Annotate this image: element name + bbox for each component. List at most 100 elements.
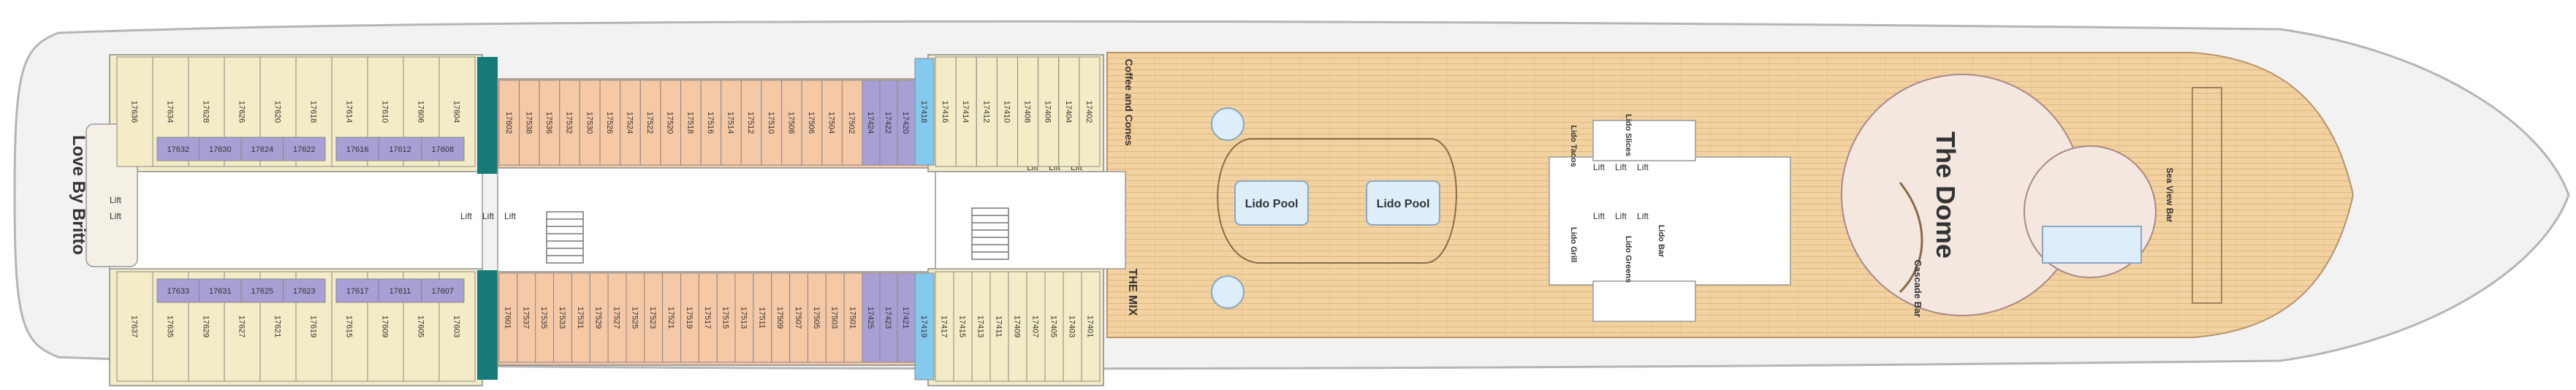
lido-buffet-top — [1592, 120, 1696, 161]
stateroom-17511[interactable]: 17511 — [753, 272, 772, 363]
stateroom-17625[interactable]: 17625 — [240, 278, 284, 303]
stateroom-number: 17515 — [721, 307, 730, 329]
stateroom-17523[interactable]: 17523 — [644, 272, 664, 363]
stateroom-17536[interactable]: 17536 — [539, 80, 561, 166]
stateroom-17624[interactable]: 17624 — [240, 137, 284, 161]
stateroom-17514[interactable]: 17514 — [721, 80, 742, 166]
stateroom-17533[interactable]: 17533 — [553, 272, 572, 363]
stateroom-17411[interactable]: 17411 — [989, 271, 1009, 382]
stateroom-number: 17536 — [544, 112, 553, 134]
stateroom-17632[interactable]: 17632 — [156, 137, 200, 161]
stateroom-17631[interactable]: 17631 — [199, 278, 242, 303]
stateroom-17637[interactable]: 17637 — [116, 271, 153, 382]
lift-label: Lift — [1615, 211, 1627, 221]
stateroom-17623[interactable]: 17623 — [283, 278, 326, 303]
stateroom-17509[interactable]: 17509 — [771, 272, 791, 363]
stateroom-17602[interactable]: 17602 — [498, 80, 520, 166]
stateroom-17518[interactable]: 17518 — [680, 80, 702, 166]
stateroom-17525[interactable]: 17525 — [626, 272, 645, 363]
stateroom-number: 17612 — [389, 145, 411, 154]
stateroom-number: 17504 — [827, 112, 836, 134]
stateroom-number: 17533 — [558, 307, 566, 329]
stateroom-17622[interactable]: 17622 — [283, 137, 326, 161]
stateroom-number: 17402 — [1084, 101, 1093, 123]
stateroom-17519[interactable]: 17519 — [680, 272, 699, 363]
stateroom-number: 17529 — [594, 307, 603, 329]
stateroom-number: 17614 — [345, 101, 354, 123]
stateroom-17532[interactable]: 17532 — [559, 80, 580, 166]
lido-pool-1-label: Lido Pool — [1245, 198, 1299, 210]
stateroom-17510[interactable]: 17510 — [761, 80, 783, 166]
stateroom-17421[interactable]: 17421 — [897, 272, 916, 363]
stateroom-17630[interactable]: 17630 — [199, 137, 242, 161]
stateroom-17408[interactable]: 17408 — [1017, 56, 1039, 167]
stateroom-17608[interactable]: 17608 — [421, 137, 465, 161]
stateroom-17402[interactable]: 17402 — [1079, 56, 1101, 167]
stateroom-17529[interactable]: 17529 — [589, 272, 609, 363]
stateroom-17515[interactable]: 17515 — [716, 272, 736, 363]
stateroom-number: 17537 — [521, 307, 530, 329]
stateroom-17516[interactable]: 17516 — [700, 80, 722, 166]
stateroom-17607[interactable]: 17607 — [421, 278, 465, 303]
lift-label: Lift — [1593, 211, 1606, 221]
stateroom-17526[interactable]: 17526 — [599, 80, 621, 166]
stateroom-17636[interactable]: 17636 — [116, 56, 153, 167]
stateroom-17504[interactable]: 17504 — [821, 80, 843, 166]
stateroom-17527[interactable]: 17527 — [607, 272, 627, 363]
stateroom-17531[interactable]: 17531 — [571, 272, 590, 363]
stateroom-17507[interactable]: 17507 — [789, 272, 808, 363]
stateroom-17522[interactable]: 17522 — [639, 80, 661, 166]
stateroom-17414[interactable]: 17414 — [955, 56, 977, 167]
stateroom-number: 17505 — [812, 307, 821, 329]
stateroom-17409[interactable]: 17409 — [1008, 271, 1027, 382]
stateroom-17612[interactable]: 17612 — [378, 137, 422, 161]
stateroom-17410[interactable]: 17410 — [996, 56, 1019, 167]
stateroom-17505[interactable]: 17505 — [808, 272, 827, 363]
stateroom-17422[interactable]: 17422 — [879, 80, 898, 166]
stateroom-17616[interactable]: 17616 — [335, 137, 379, 161]
stateroom-17419[interactable]: 17419 — [914, 272, 935, 381]
stateroom-number: 17513 — [740, 307, 748, 329]
stateroom-17538[interactable]: 17538 — [519, 80, 540, 166]
stateroom-17502[interactable]: 17502 — [841, 80, 863, 166]
stair-aft — [971, 207, 1009, 260]
stateroom-17415[interactable]: 17415 — [953, 271, 973, 382]
sea-view-bar-label: Sea View Bar — [2165, 167, 2175, 222]
stateroom-17521[interactable]: 17521 — [662, 272, 681, 363]
stateroom-17512[interactable]: 17512 — [740, 80, 762, 166]
stateroom-17405[interactable]: 17405 — [1044, 271, 1064, 382]
stateroom-17601[interactable]: 17601 — [498, 272, 518, 363]
stateroom-17508[interactable]: 17508 — [781, 80, 802, 166]
stateroom-17420[interactable]: 17420 — [897, 80, 916, 166]
stateroom-number: 17616 — [346, 145, 369, 154]
stateroom-17425[interactable]: 17425 — [862, 272, 881, 363]
stateroom-17412[interactable]: 17412 — [976, 56, 998, 167]
stateroom-17407[interactable]: 17407 — [1026, 271, 1046, 382]
stateroom-17520[interactable]: 17520 — [660, 80, 682, 166]
stateroom-17537[interactable]: 17537 — [517, 272, 536, 363]
stateroom-17517[interactable]: 17517 — [698, 272, 718, 363]
stateroom-17404[interactable]: 17404 — [1058, 56, 1080, 167]
stateroom-number: 17636 — [130, 101, 139, 123]
stateroom-17413[interactable]: 17413 — [971, 271, 991, 382]
stateroom-17424[interactable]: 17424 — [862, 80, 881, 166]
stateroom-17617[interactable]: 17617 — [335, 278, 379, 303]
stateroom-17524[interactable]: 17524 — [620, 80, 641, 166]
stateroom-17506[interactable]: 17506 — [801, 80, 823, 166]
stateroom-17530[interactable]: 17530 — [579, 80, 601, 166]
stateroom-17418[interactable]: 17418 — [914, 58, 935, 166]
stateroom-number: 17510 — [767, 112, 775, 134]
stateroom-17535[interactable]: 17535 — [535, 272, 555, 363]
stateroom-17633[interactable]: 17633 — [156, 278, 200, 303]
stateroom-17513[interactable]: 17513 — [734, 272, 754, 363]
stateroom-17406[interactable]: 17406 — [1038, 56, 1060, 167]
stateroom-17417[interactable]: 17417 — [935, 271, 954, 382]
stateroom-number: 17535 — [539, 307, 548, 329]
stateroom-17416[interactable]: 17416 — [935, 56, 957, 167]
stateroom-17501[interactable]: 17501 — [843, 272, 863, 363]
stateroom-17611[interactable]: 17611 — [378, 278, 422, 303]
stateroom-17503[interactable]: 17503 — [825, 272, 845, 363]
stateroom-17423[interactable]: 17423 — [879, 272, 898, 363]
stateroom-17401[interactable]: 17401 — [1081, 271, 1101, 382]
stateroom-17403[interactable]: 17403 — [1063, 271, 1082, 382]
